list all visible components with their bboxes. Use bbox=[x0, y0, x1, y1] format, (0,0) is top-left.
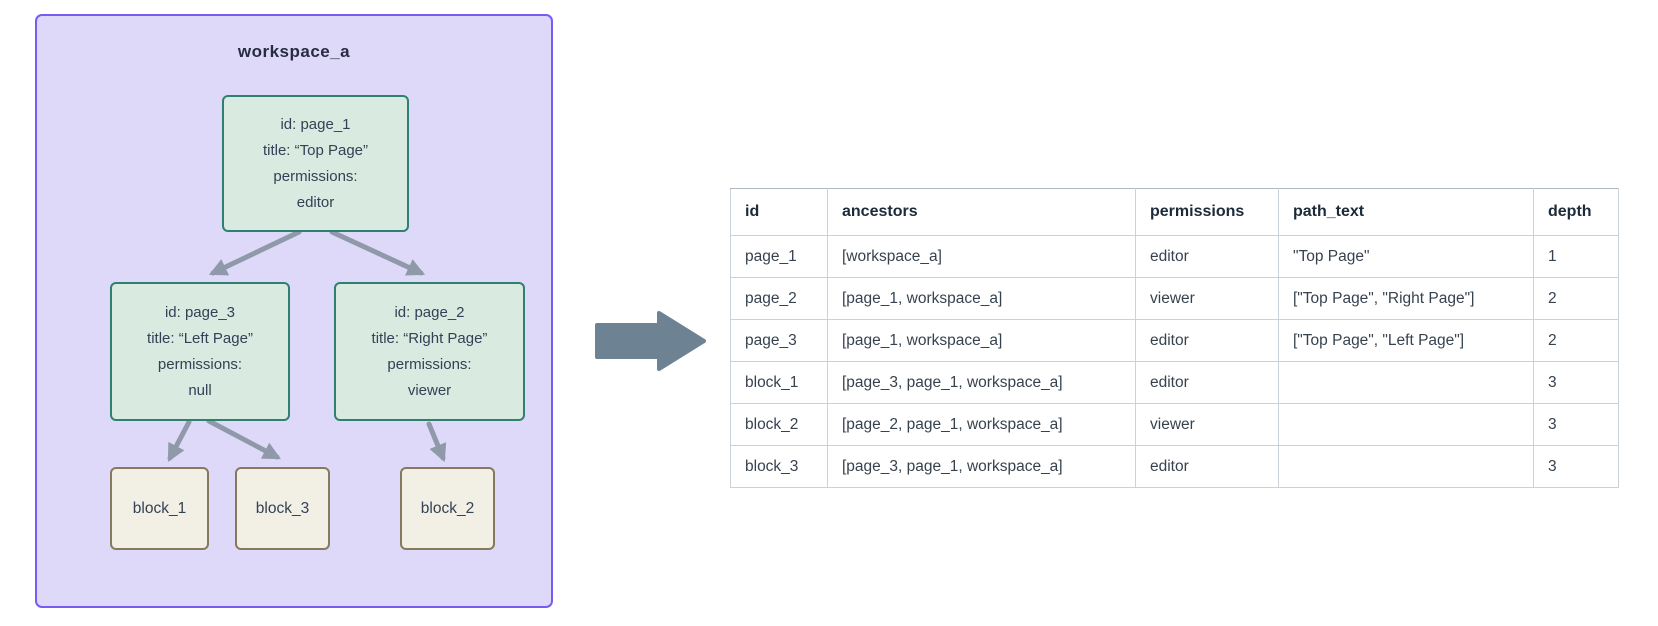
column-header-id: id bbox=[730, 188, 828, 236]
workspace-title: workspace_a bbox=[237, 42, 351, 61]
node-line: null bbox=[188, 381, 212, 399]
table-body: page_1 [workspace_a] editor "Top Page" 1… bbox=[730, 235, 1619, 488]
flow-arrow-icon bbox=[595, 311, 706, 371]
node-page-3: id: page_3 title: “Left Page” permission… bbox=[110, 282, 290, 421]
cell-path-text bbox=[1278, 361, 1534, 404]
cell-permissions: editor bbox=[1135, 235, 1279, 278]
table-row: block_1 [page_3, page_1, workspace_a] ed… bbox=[730, 361, 1619, 404]
cell-path-text: ["Top Page", "Right Page"] bbox=[1278, 277, 1534, 320]
node-page-2: id: page_2 title: “Right Page” permissio… bbox=[334, 282, 525, 421]
cell-depth: 2 bbox=[1533, 319, 1619, 362]
node-line: id: page_1 bbox=[280, 115, 351, 133]
column-header-depth: depth bbox=[1533, 188, 1619, 236]
edge-page1-page3 bbox=[208, 229, 302, 276]
table-row: block_3 [page_3, page_1, workspace_a] ed… bbox=[730, 445, 1619, 488]
block-label: block_1 bbox=[132, 499, 187, 517]
cell-ancestors: [page_3, page_1, workspace_a] bbox=[827, 361, 1136, 404]
cell-depth: 3 bbox=[1533, 445, 1619, 488]
node-line: title: “Top Page” bbox=[262, 141, 369, 159]
table-header-row: id ancestors permissions path_text depth bbox=[730, 188, 1619, 236]
cell-path-text: ["Top Page", "Left Page"] bbox=[1278, 319, 1534, 362]
cell-depth: 3 bbox=[1533, 403, 1619, 446]
cell-ancestors: [page_1, workspace_a] bbox=[827, 277, 1136, 320]
node-line: id: page_2 bbox=[394, 303, 465, 321]
cell-id: page_3 bbox=[730, 319, 828, 362]
edge-page3-block1 bbox=[167, 419, 192, 462]
table-row: block_2 [page_2, page_1, workspace_a] vi… bbox=[730, 403, 1619, 446]
result-table: id ancestors permissions path_text depth… bbox=[730, 188, 1619, 488]
cell-id: page_1 bbox=[730, 235, 828, 278]
column-header-path-text: path_text bbox=[1278, 188, 1534, 236]
node-line: title: “Left Page” bbox=[147, 329, 253, 347]
table-header: id ancestors permissions path_text depth bbox=[730, 188, 1619, 236]
block-label: block_2 bbox=[420, 499, 475, 517]
cell-depth: 2 bbox=[1533, 277, 1619, 320]
cell-ancestors: [workspace_a] bbox=[827, 235, 1136, 278]
cell-id: block_2 bbox=[730, 403, 828, 446]
cell-ancestors: [page_2, page_1, workspace_a] bbox=[827, 403, 1136, 446]
cell-permissions: viewer bbox=[1135, 403, 1279, 446]
cell-path-text: "Top Page" bbox=[1278, 235, 1534, 278]
cell-path-text bbox=[1278, 445, 1534, 488]
node-page-1: id: page_1 title: “Top Page” permissions… bbox=[222, 95, 409, 232]
edge-page1-page2 bbox=[329, 229, 426, 276]
cell-permissions: viewer bbox=[1135, 277, 1279, 320]
block-label: block_3 bbox=[255, 499, 310, 517]
cell-permissions: editor bbox=[1135, 319, 1279, 362]
table-row: page_2 [page_1, workspace_a] viewer ["To… bbox=[730, 277, 1619, 320]
table-row: page_1 [workspace_a] editor "Top Page" 1 bbox=[730, 235, 1619, 278]
node-line: permissions: bbox=[157, 355, 243, 373]
cell-depth: 1 bbox=[1533, 235, 1619, 278]
cell-id: block_1 bbox=[730, 361, 828, 404]
cell-ancestors: [page_1, workspace_a] bbox=[827, 319, 1136, 362]
node-block-2: block_2 bbox=[400, 467, 495, 550]
node-line: viewer bbox=[407, 381, 452, 399]
cell-ancestors: [page_3, page_1, workspace_a] bbox=[827, 445, 1136, 488]
edge-page2-block2 bbox=[426, 421, 447, 463]
node-line: editor bbox=[296, 193, 335, 211]
cell-path-text bbox=[1278, 403, 1534, 446]
cell-permissions: editor bbox=[1135, 361, 1279, 404]
cell-id: page_2 bbox=[730, 277, 828, 320]
node-line: title: “Right Page” bbox=[371, 329, 488, 347]
cell-depth: 3 bbox=[1533, 361, 1619, 404]
node-line: id: page_3 bbox=[164, 303, 236, 321]
node-line: permissions: bbox=[273, 167, 358, 185]
column-header-permissions: permissions bbox=[1135, 188, 1279, 236]
node-line: permissions: bbox=[387, 355, 472, 373]
column-header-ancestors: ancestors bbox=[827, 188, 1136, 236]
cell-id: block_3 bbox=[730, 445, 828, 488]
edge-page3-block3 bbox=[206, 418, 281, 460]
node-block-1: block_1 bbox=[110, 467, 209, 550]
cell-permissions: editor bbox=[1135, 445, 1279, 488]
table-row: page_3 [page_1, workspace_a] editor ["To… bbox=[730, 319, 1619, 362]
node-block-3: block_3 bbox=[235, 467, 330, 550]
workspace-container: workspace_a id: page_1 title: “Top Page”… bbox=[35, 14, 553, 608]
